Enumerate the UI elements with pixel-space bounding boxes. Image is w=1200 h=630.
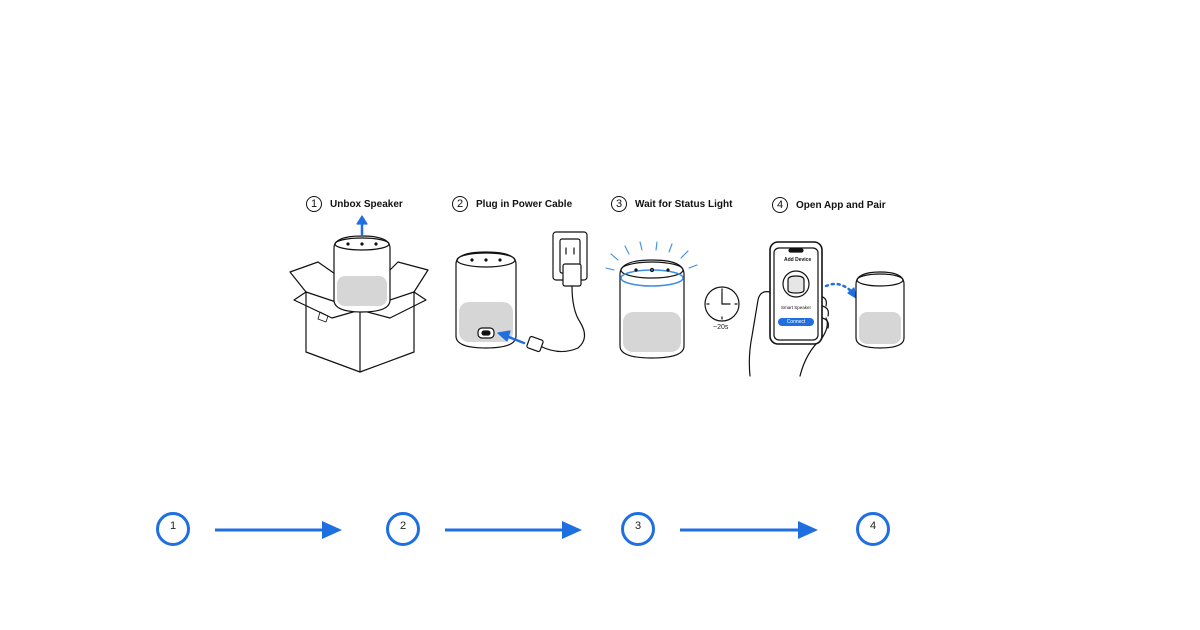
status-light-rays	[605, 241, 698, 271]
step-1-title: 1 Unbox Speaker	[306, 196, 403, 212]
arrow-icon	[824, 282, 854, 294]
phone-device-name: Smart Speaker	[781, 305, 812, 310]
step-4-label: Open App and Pair	[796, 199, 886, 211]
arrow-icon	[497, 330, 526, 345]
speaker-icon	[455, 251, 517, 349]
box-icon	[289, 261, 429, 373]
phone-connect-button: Connect	[778, 318, 814, 326]
step-1-label: Unbox Speaker	[330, 198, 403, 210]
timeline-node-3: 3	[621, 512, 655, 546]
phone-connect-label: Connect	[786, 319, 806, 325]
clock-icon	[704, 286, 740, 322]
power-plug-icon	[526, 263, 586, 353]
step-4-title: 4 Open App and Pair	[772, 197, 886, 213]
speaker-icon	[855, 271, 905, 349]
timeline-arrows	[215, 521, 818, 539]
phone-heading: Add Device	[784, 257, 812, 263]
step-3-title: 3 Wait for Status Light	[611, 196, 732, 212]
arrow-icon	[356, 215, 368, 236]
step-3-number: 3	[611, 196, 627, 212]
step-1-number: 1	[306, 196, 322, 212]
timeline-node-2: 2	[386, 512, 420, 546]
step-2-number: 2	[452, 196, 468, 212]
timeline-node-4: 4	[856, 512, 890, 546]
speaker-icon	[333, 235, 391, 313]
timer-label: ~20s	[713, 324, 729, 331]
speaker-icon	[619, 259, 685, 359]
step-2-label: Plug in Power Cable	[476, 198, 573, 210]
step-3-label: Wait for Status Light	[635, 198, 733, 210]
step-2-title: 2 Plug in Power Cable	[452, 196, 572, 212]
timeline-node-1: 1	[156, 512, 190, 546]
step-4-number: 4	[772, 197, 788, 213]
